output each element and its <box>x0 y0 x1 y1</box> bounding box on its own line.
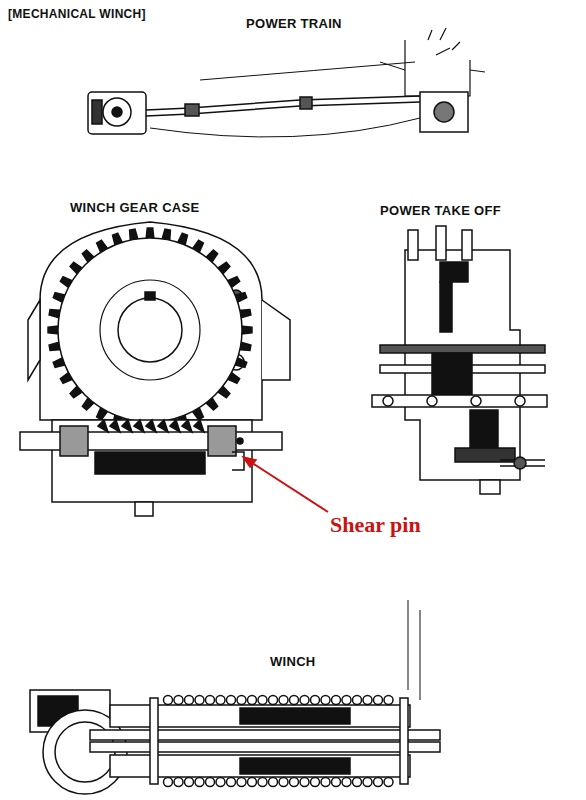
drawing-stroke <box>353 696 362 705</box>
power-train-drawing <box>88 28 485 137</box>
drawing-stroke <box>374 778 383 787</box>
section-heading: WINCH GEAR CASE <box>70 200 199 215</box>
drawing-stroke <box>332 696 341 705</box>
drawing-stroke <box>146 420 156 432</box>
drawing-stroke <box>384 778 393 787</box>
drawing-stroke <box>300 778 309 787</box>
drawing-stroke <box>216 696 225 705</box>
winch-gear-case-drawing <box>20 222 290 516</box>
drawing-stroke <box>258 778 267 787</box>
drawing-stroke <box>195 778 204 787</box>
drawing-stroke <box>279 778 288 787</box>
drawing-stroke <box>237 696 246 705</box>
drawing-stroke <box>248 696 257 705</box>
drawing-stroke <box>363 696 372 705</box>
drawing-stroke <box>134 420 144 432</box>
drawing-stroke <box>195 696 204 705</box>
drawing-stroke <box>384 696 393 705</box>
drawing-stroke <box>122 420 132 432</box>
drawing-stroke <box>332 778 341 787</box>
drawing-stroke <box>170 420 180 432</box>
section-heading: POWER TRAIN <box>246 16 342 31</box>
drawing-stroke <box>269 778 278 787</box>
drawing-stroke <box>321 696 330 705</box>
drawing-stroke <box>363 778 372 787</box>
leader-line <box>246 459 328 512</box>
section-heading: POWER TAKE OFF <box>380 203 501 218</box>
drawing-stroke <box>300 696 309 705</box>
diagram-title: [MECHANICAL WINCH] <box>8 7 146 21</box>
drawing-stroke <box>471 396 481 406</box>
drawing-stroke <box>164 778 173 787</box>
drawing-stroke <box>374 696 383 705</box>
drawing-stroke <box>110 420 120 432</box>
drawing-stroke <box>206 696 215 705</box>
drawing-stroke <box>383 396 393 406</box>
drawing-stroke <box>258 696 267 705</box>
drawing-stroke <box>185 696 194 705</box>
drawing-stroke <box>227 778 236 787</box>
section-heading: WINCH <box>270 654 316 669</box>
drawing-stroke <box>248 778 257 787</box>
drawing-stroke <box>174 778 183 787</box>
drawing-stroke <box>206 778 215 787</box>
drawing-stroke <box>185 778 194 787</box>
drawing-stroke <box>237 778 246 787</box>
drawing-stroke <box>311 696 320 705</box>
callout-label: Shear pin <box>330 512 421 538</box>
drawing-stroke <box>216 778 225 787</box>
drawing-stroke <box>515 396 525 406</box>
drawing-stroke <box>321 778 330 787</box>
drawing-stroke <box>158 420 168 432</box>
power-take-off-drawing <box>372 226 547 494</box>
drawing-stroke <box>279 696 288 705</box>
drawing-stroke <box>353 778 362 787</box>
drawing-stroke <box>164 696 173 705</box>
drawing-stroke <box>182 420 192 432</box>
drawing-stroke <box>227 696 236 705</box>
drawing-stroke <box>311 778 320 787</box>
drawing-stroke <box>174 696 183 705</box>
winch-drawing <box>30 600 440 794</box>
drawing-stroke <box>342 778 351 787</box>
leader-arrowhead <box>243 457 256 467</box>
drawing-stroke <box>269 696 278 705</box>
drawing-stroke <box>194 420 204 432</box>
drawing-stroke <box>342 696 351 705</box>
drawing-stroke <box>98 420 108 432</box>
drawing-stroke <box>290 696 299 705</box>
drawing-stroke <box>427 396 437 406</box>
drawing-stroke <box>290 778 299 787</box>
